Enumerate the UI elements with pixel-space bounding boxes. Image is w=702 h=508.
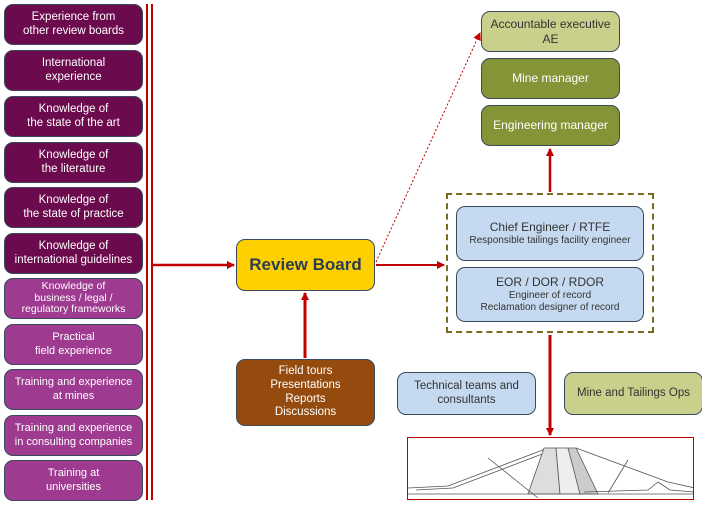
collector-bar-left: [146, 4, 148, 500]
box-text: Practical: [52, 331, 95, 344]
leader-line: [607, 459, 629, 494]
chief-engineer-box: Chief Engineer / RTFE Responsible tailin…: [456, 206, 644, 261]
box-title: Chief Engineer / RTFE: [489, 220, 611, 235]
box-title: EOR / DOR / RDOR: [495, 275, 604, 290]
downstream-slope: [575, 447, 693, 488]
dam-drawing-svg: [408, 447, 693, 499]
box-text: other review boards: [23, 24, 124, 37]
review-board-box: Review Board: [236, 239, 375, 291]
technical-teams-box: Technical teams and consultants: [397, 372, 536, 415]
box-text: Knowledge of: [38, 239, 109, 252]
source-box-consulting: Training and experience in consulting co…: [4, 415, 143, 456]
box-text: Mine and Tailings Ops: [577, 386, 690, 399]
box-subtitle: Engineer of record: [508, 289, 592, 301]
box-text: the literature: [41, 162, 106, 175]
box-text: Training at: [47, 467, 100, 480]
box-subtitle: Reclamation designer of record: [480, 301, 620, 313]
source-box-state-of-art: Knowledge of the state of the art: [4, 96, 143, 137]
box-text: field experience: [34, 344, 113, 357]
box-text: Experience from: [31, 10, 116, 23]
core-left: [527, 447, 561, 495]
box-text: Knowledge of: [41, 280, 106, 293]
source-box-other-review-boards: Experience from other review boards: [4, 4, 143, 45]
review-board-label: Review Board: [249, 254, 362, 274]
engineers-group: [446, 193, 654, 333]
box-text: experience: [45, 70, 102, 83]
box-text: Presentations: [270, 378, 341, 391]
box-text: Training and experience: [14, 422, 133, 435]
upstream-slope-inner: [415, 450, 551, 491]
box-text: Knowledge of: [38, 148, 109, 161]
source-box-literature: Knowledge of the literature: [4, 142, 143, 183]
inputs-box: Field tours Presentations Reports Discus…: [236, 359, 375, 426]
box-text: regulatory frameworks: [21, 303, 126, 316]
box-text: in consulting companies: [14, 435, 133, 448]
box-text: Knowledge of: [38, 193, 109, 206]
source-box-business-legal: Knowledge of business / legal / regulato…: [4, 278, 143, 319]
box-text: Field tours: [278, 364, 333, 377]
source-box-mines: Training and experience at mines: [4, 369, 143, 410]
mine-tailings-ops-box: Mine and Tailings Ops: [564, 372, 702, 415]
source-box-international-experience: International experience: [4, 50, 143, 91]
collector-bar-right: [151, 4, 153, 500]
box-text: Mine manager: [512, 71, 589, 86]
box-text: Technical teams and: [414, 379, 519, 392]
box-text: the state of the art: [27, 116, 120, 129]
box-text: Accountable executive: [490, 17, 611, 32]
leader-line: [487, 457, 539, 499]
box-text: Reports: [285, 392, 326, 405]
box-text: universities: [45, 480, 102, 493]
drain: [583, 481, 693, 493]
box-text: International: [41, 56, 106, 69]
source-box-state-of-practice: Knowledge of the state of practice: [4, 187, 143, 228]
mine-manager-box: Mine manager: [481, 58, 620, 99]
upstream-slope: [408, 447, 549, 489]
source-box-field-experience: Practical field experience: [4, 324, 143, 365]
engineering-manager-box: Engineering manager: [481, 105, 620, 146]
box-text: consultants: [437, 393, 496, 406]
box-text: international guidelines: [14, 253, 133, 266]
box-subtitle: Responsible tailings facility engineer: [469, 234, 631, 246]
source-box-international-guidelines: Knowledge of international guidelines: [4, 233, 143, 274]
box-text: Discussions: [274, 406, 337, 419]
box-text: Training and experience: [14, 376, 133, 389]
box-text: Knowledge of: [38, 102, 109, 115]
box-text: Engineering manager: [493, 118, 608, 133]
source-box-universities: Training at universities: [4, 460, 143, 501]
box-text: at mines: [52, 389, 95, 402]
box-text: the state of practice: [23, 207, 124, 220]
box-text: AE: [542, 31, 559, 46]
box-text: business / legal /: [34, 291, 113, 304]
eor-box: EOR / DOR / RDOR Engineer of record Recl…: [456, 267, 644, 322]
dam-cross-section-drawing: [407, 437, 694, 500]
accountable-executive-box: Accountable executive AE: [481, 11, 620, 52]
